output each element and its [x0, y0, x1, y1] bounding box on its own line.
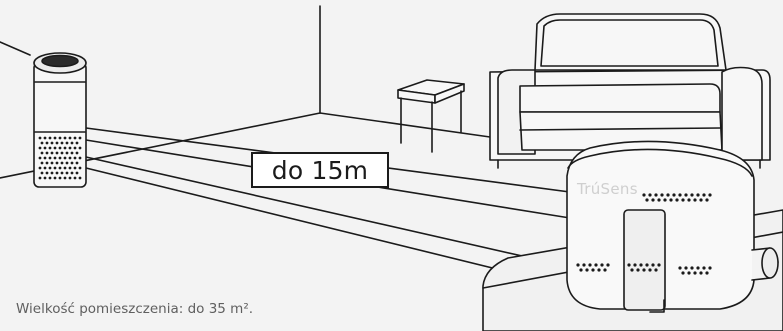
distance-label: do 15m — [251, 152, 389, 188]
side-table-icon — [398, 80, 464, 152]
sensor-device-icon — [567, 141, 778, 312]
brand-logo: TrúSens — [577, 180, 638, 198]
room-size-caption: Wielkość pomieszczenia: do 35 m². — [16, 301, 253, 317]
